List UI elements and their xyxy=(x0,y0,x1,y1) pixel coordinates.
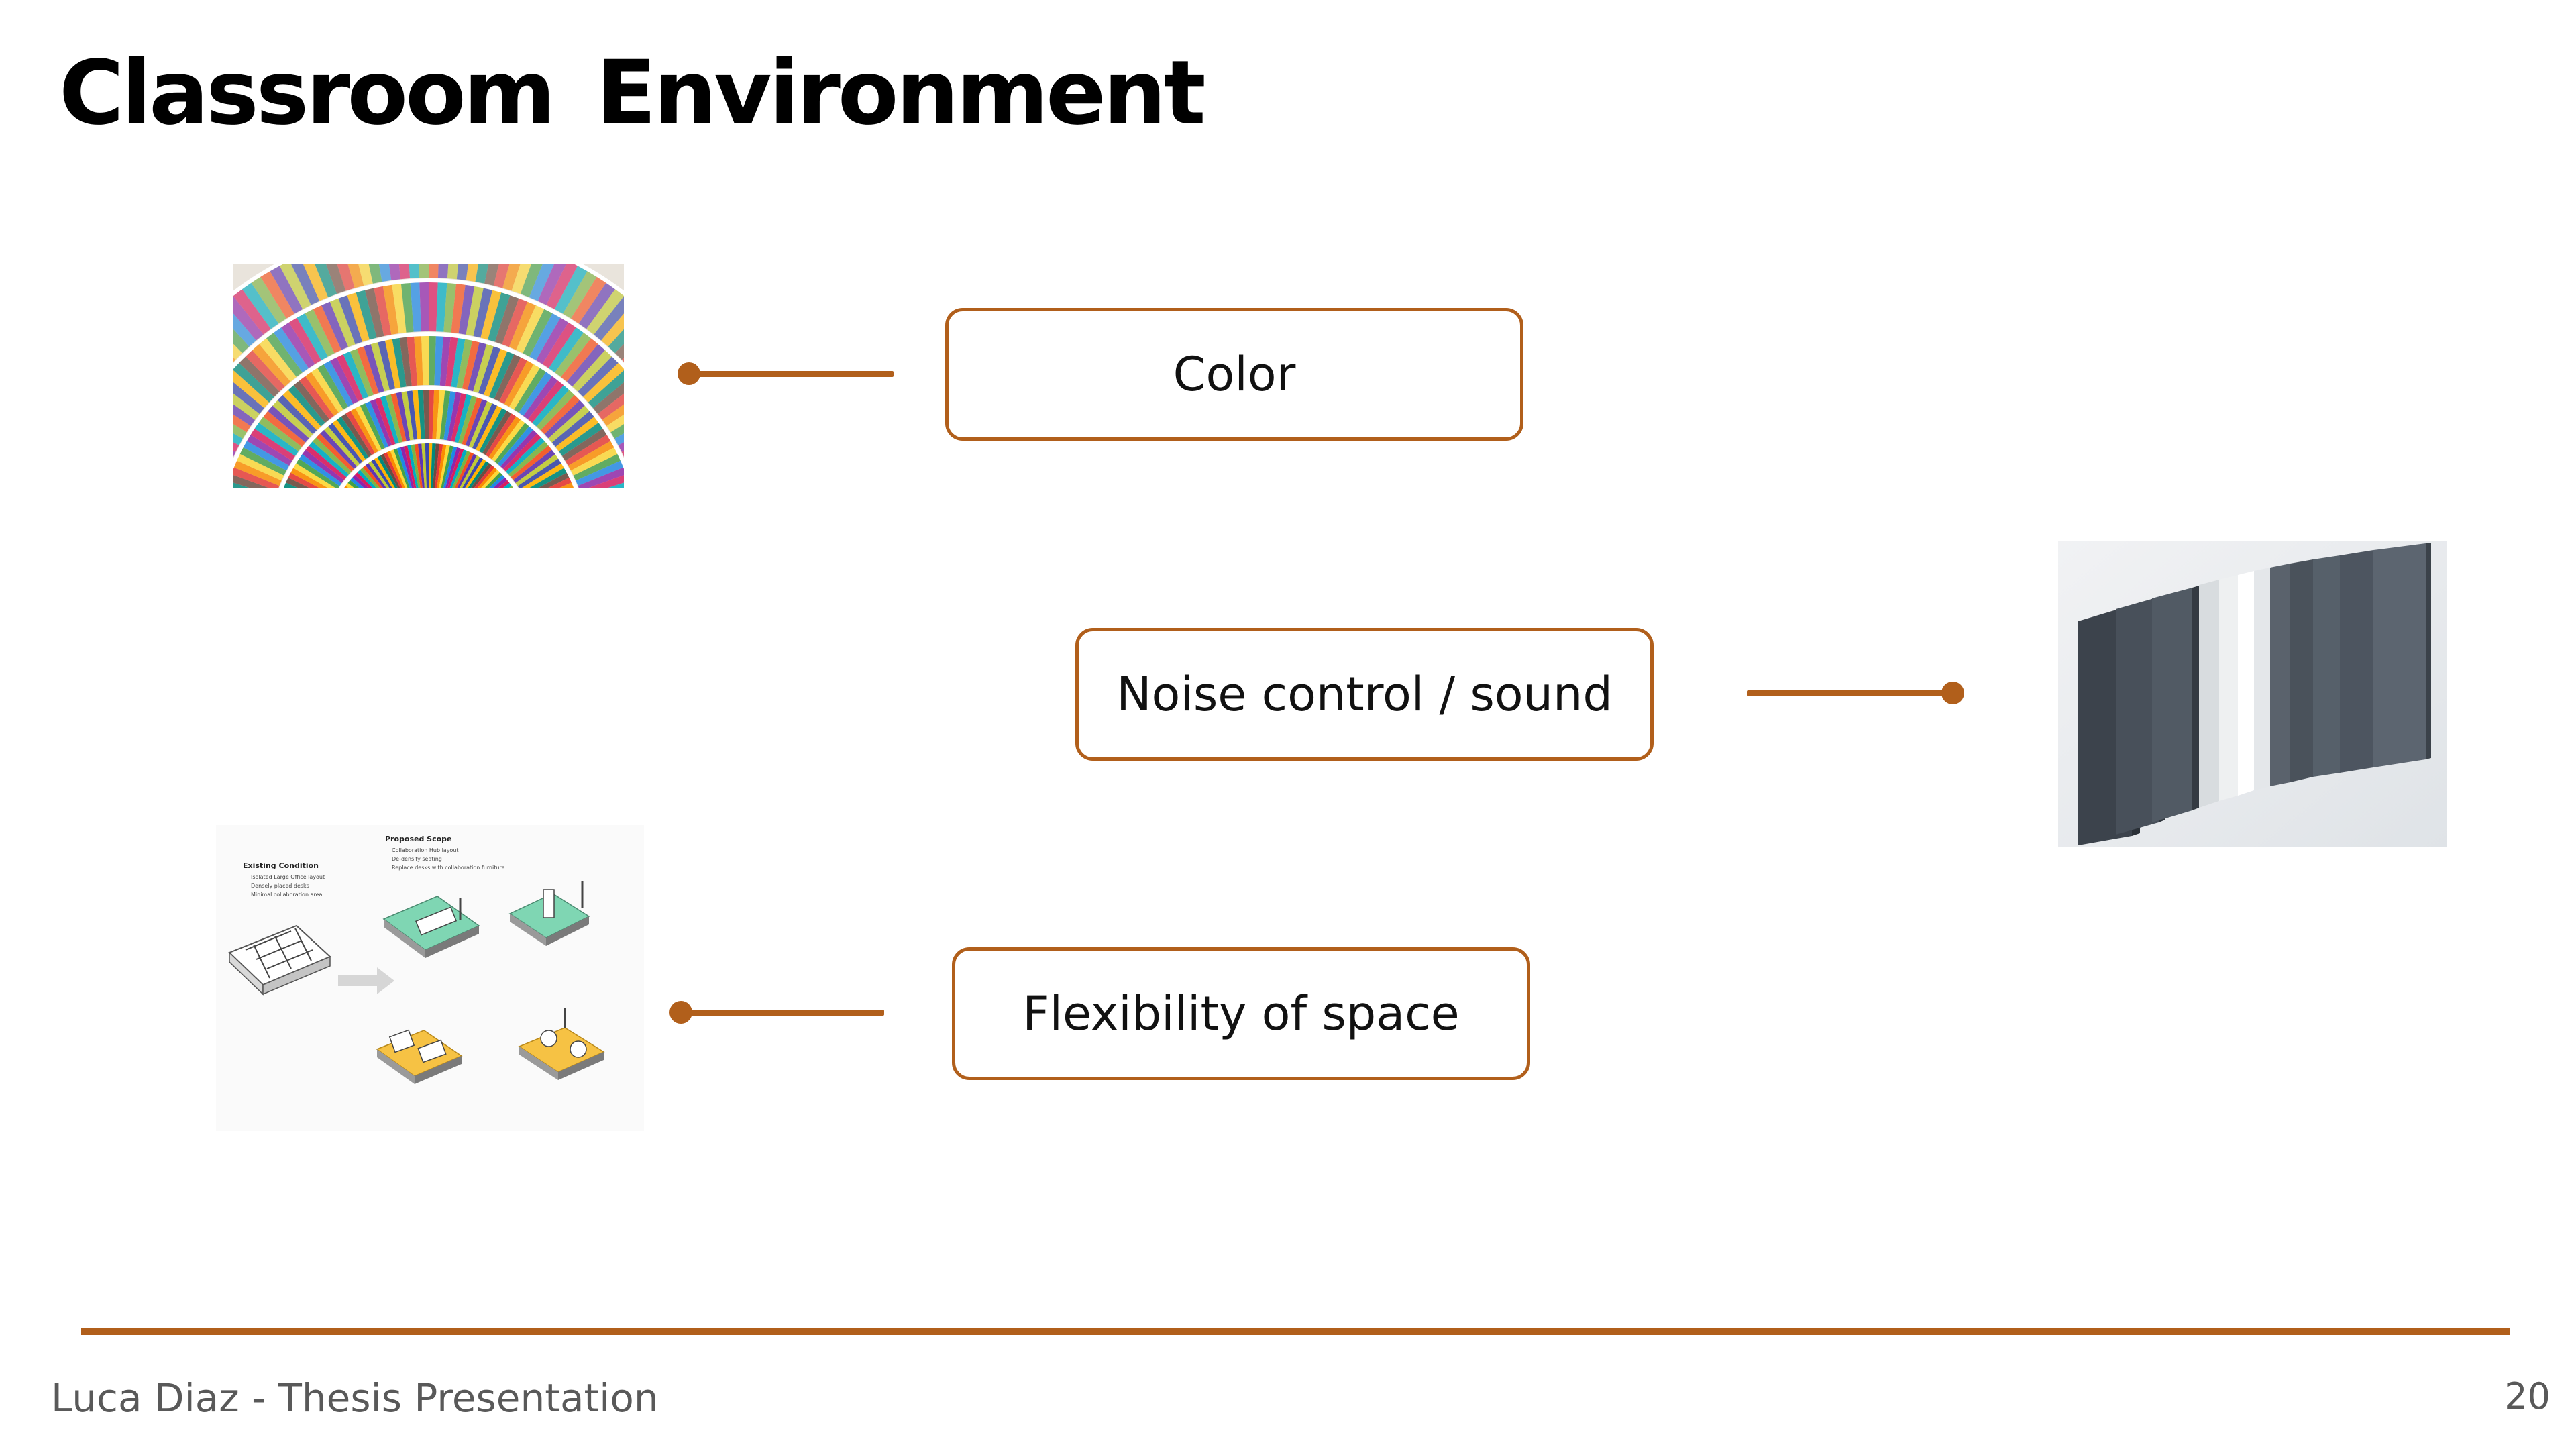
diagram-existing-item: Isolated Large Office layout xyxy=(251,874,325,880)
connector-flexibility xyxy=(669,1001,884,1024)
diagram-existing-item: Minimal collaboration area xyxy=(251,892,322,898)
diagram-proposed-item: De-densify seating xyxy=(392,856,442,862)
label-box-flexibility: Flexibility of space xyxy=(952,947,1530,1080)
footer-divider xyxy=(81,1328,2510,1335)
connector-dot xyxy=(1941,682,1964,704)
flexible-layout-diagram-image: Existing Condition Isolated Large Office… xyxy=(216,825,644,1131)
diagram-existing-heading: Existing Condition xyxy=(243,861,319,870)
connector-line xyxy=(689,370,894,377)
connector-line xyxy=(1747,690,1953,696)
diagram-proposed-heading: Proposed Scope xyxy=(385,835,452,843)
color-fan-swatch-image xyxy=(233,264,624,488)
label-box-color: Color xyxy=(945,308,1523,441)
diagram-existing-item: Densely placed desks xyxy=(251,883,309,889)
connector-color xyxy=(678,362,894,385)
page-number: 20 xyxy=(2504,1375,2551,1417)
label-noise-control: Noise control / sound xyxy=(1116,667,1613,722)
label-box-noise-control: Noise control / sound xyxy=(1075,628,1654,761)
label-color: Color xyxy=(1173,347,1296,402)
connector-noise-control xyxy=(1747,682,1964,704)
acoustic-panels-image xyxy=(2058,541,2447,847)
slide-title: Classroom Environment xyxy=(59,42,1206,145)
footer-presenter: Luca Diaz - Thesis Presentation xyxy=(51,1375,659,1421)
diagram-proposed-item: Collaboration Hub layout xyxy=(392,847,459,853)
label-flexibility: Flexibility of space xyxy=(1022,986,1460,1041)
diagram-proposed-item: Replace desks with collaboration furnitu… xyxy=(392,865,505,871)
connector-line xyxy=(681,1009,884,1016)
